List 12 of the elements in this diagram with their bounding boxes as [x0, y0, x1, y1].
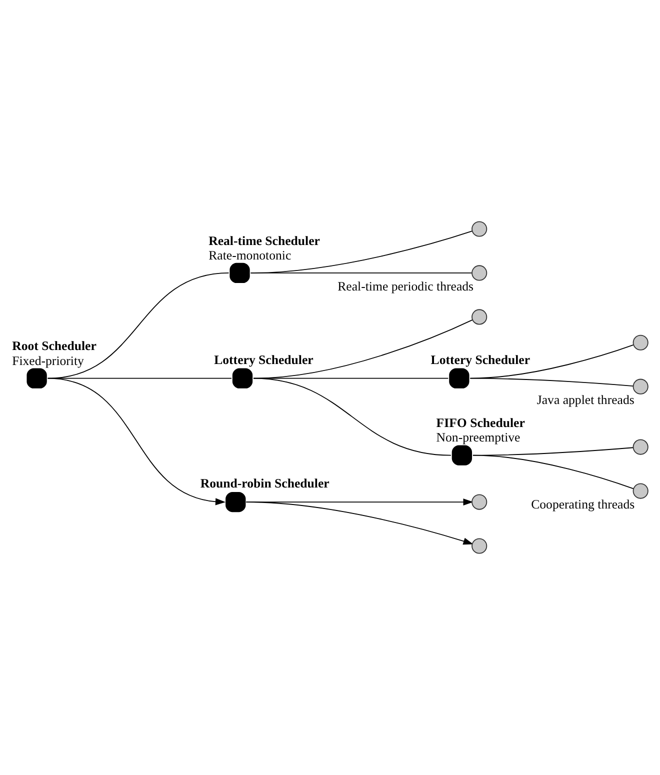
node-label: FIFO Scheduler	[436, 416, 525, 430]
node-label: Root Scheduler	[12, 339, 96, 354]
label: Real-time periodic threads	[338, 280, 474, 294]
label: Cooperating threads	[531, 498, 635, 512]
node-label: Lottery Scheduler	[214, 352, 314, 367]
node-label: Non-preemptive	[436, 430, 520, 445]
node-label: Round-robin Scheduler	[200, 476, 330, 491]
node-label: Rate-monotonic	[208, 248, 292, 262]
node-label: Real-time Scheduler	[208, 234, 320, 248]
node-label: Fixed-priority	[12, 354, 84, 368]
label: Java applet threads	[536, 393, 634, 408]
node-label: Lottery Scheduler	[430, 352, 530, 367]
